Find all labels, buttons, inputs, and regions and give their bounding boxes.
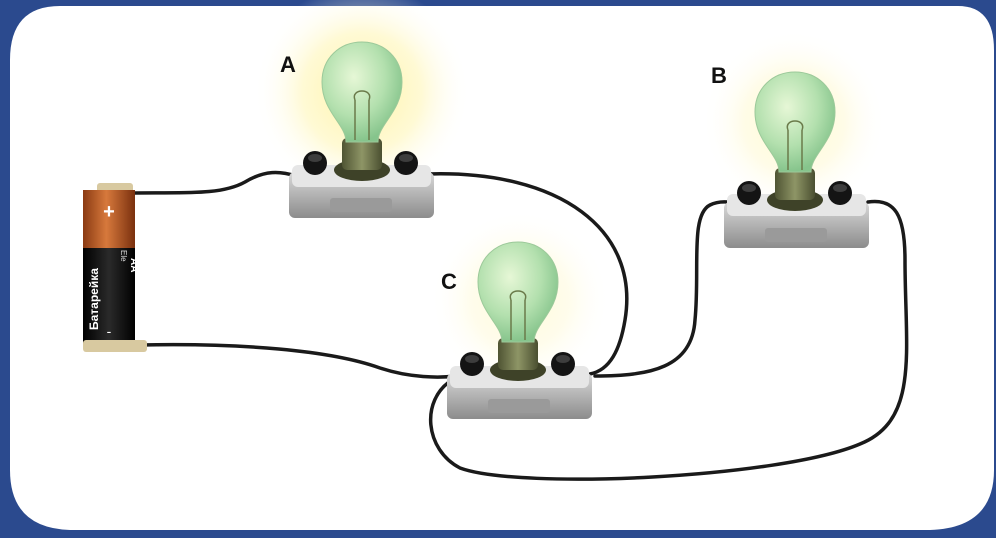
battery-small-mark: Ele bbox=[119, 250, 128, 262]
battery-plus-sign: + bbox=[103, 201, 115, 223]
bulb-c-glass bbox=[477, 241, 559, 343]
battery-minus-sign: - bbox=[107, 323, 112, 339]
bulb-a-socket bbox=[342, 138, 382, 170]
wire-battery-plus-to-a bbox=[128, 170, 298, 195]
bulb-b bbox=[724, 71, 869, 248]
wires bbox=[128, 170, 909, 481]
battery-bottom-section bbox=[83, 248, 135, 343]
battery-top-section bbox=[83, 190, 135, 248]
bulb-c-label: C bbox=[441, 269, 457, 294]
bulb-a bbox=[289, 41, 434, 218]
battery: + - Батарейка AA Ele bbox=[83, 183, 147, 352]
battery-minus-cap bbox=[83, 340, 147, 352]
bulb-a-label: A bbox=[280, 52, 296, 77]
battery-size-text: AA bbox=[128, 258, 139, 272]
bulb-c bbox=[447, 241, 592, 419]
bulb-c-socket bbox=[498, 338, 538, 370]
wire-battery-minus-to-c bbox=[138, 342, 457, 379]
bulb-b-socket bbox=[775, 168, 815, 200]
bulb-b-label: B bbox=[711, 63, 727, 88]
wire-c-to-b bbox=[593, 200, 744, 378]
wire-a-to-c bbox=[426, 172, 629, 376]
battery-brand-text: Батарейка bbox=[87, 268, 101, 330]
bulb-a-glass bbox=[321, 41, 403, 143]
bulb-b-glass bbox=[754, 71, 836, 173]
wire-c-loop-to-b bbox=[429, 199, 909, 481]
